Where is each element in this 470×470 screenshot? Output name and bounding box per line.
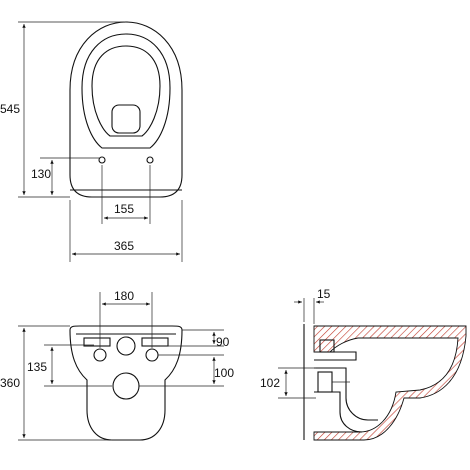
top-view-bowl-outline: [69, 21, 183, 198]
side-section: 15 102: [260, 287, 467, 441]
dim-top-mount-height: 130: [31, 167, 51, 181]
top-view-rim: [81, 33, 171, 149]
rear-view-tab-right: [141, 337, 169, 347]
dim-side-outlet-height: 102: [260, 376, 280, 390]
rear-view-mount-hole-right: [145, 348, 159, 362]
dim-rear-upper-offset: 90: [216, 335, 230, 349]
dim-rear-hole-spacing: 180: [114, 289, 134, 303]
dim-rear-center-height: 135: [27, 360, 47, 374]
dim-top-hole-spacing: 155: [114, 202, 134, 216]
rear-view-inlet: [116, 336, 136, 356]
dim-rear-height: 360: [0, 376, 20, 390]
top-view-mount-hole-left: [98, 156, 106, 164]
dim-top-height: 545: [0, 102, 20, 116]
top-view-drain: [111, 104, 141, 134]
dim-top-width: 365: [114, 239, 134, 253]
dim-rear-lower-offset: 100: [214, 366, 234, 380]
rear-view-mount-hole-left: [93, 348, 107, 362]
rear-view: 180 360 135 90 100: [0, 289, 234, 441]
dim-side-wall-thickness: 15: [317, 287, 331, 301]
side-section-body: [313, 325, 467, 441]
top-view: 545 130 155 365: [0, 21, 183, 262]
rear-view-tab-left: [83, 337, 111, 347]
top-view-mount-hole-right: [146, 156, 154, 164]
rear-view-outline: [69, 325, 183, 441]
rear-view-outlet: [112, 372, 140, 400]
top-view-bowl-opening: [91, 45, 161, 137]
